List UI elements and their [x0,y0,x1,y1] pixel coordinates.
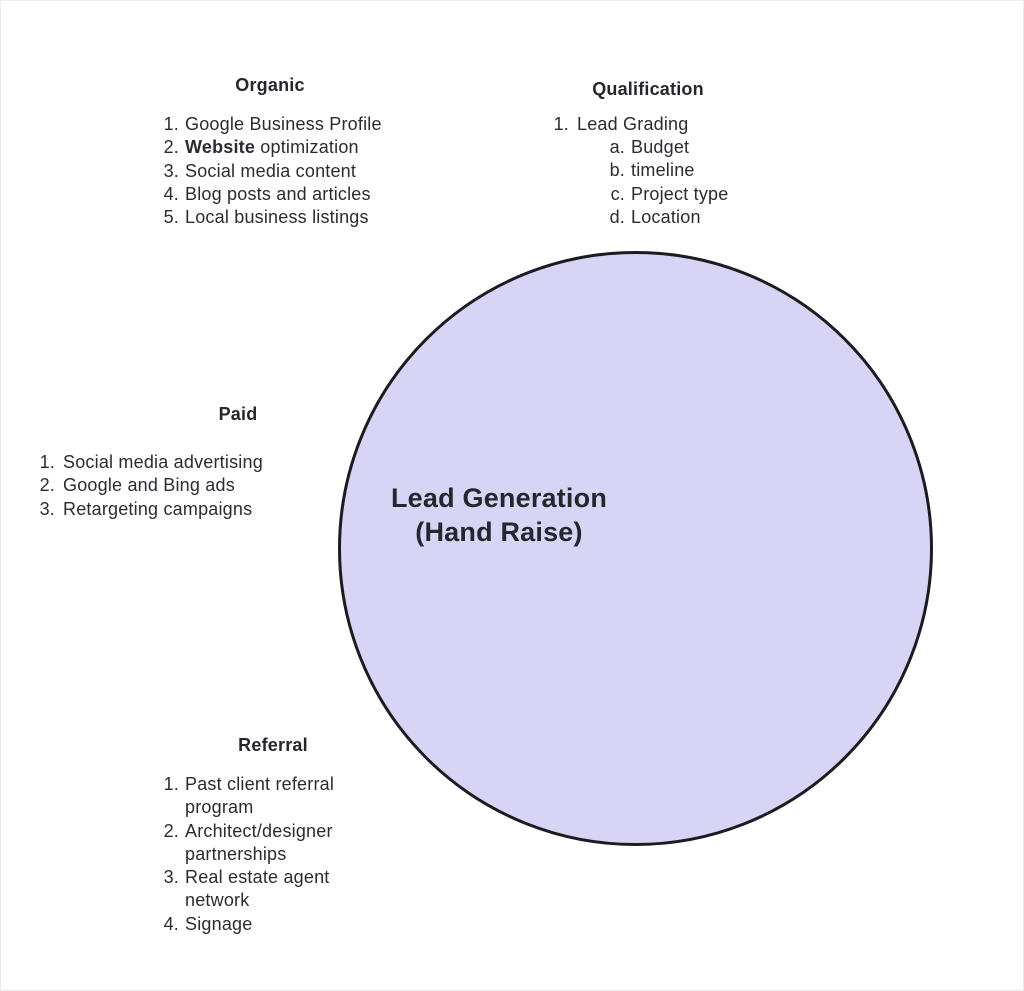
list-item-text: Social media advertising [63,452,263,472]
list-item: 4. Blog posts and articles [149,183,439,206]
sub-list-item: d. Location [597,206,797,229]
referral-list: 1. Past client referral program 2. Archi… [151,773,381,936]
list-item: 5. Local business listings [149,206,439,229]
lead-generation-circle [338,251,933,846]
list-item: 1. Past client referral program [151,773,381,820]
list-item-number: 1. [163,774,179,794]
sub-list-item-text: Location [631,206,701,227]
list-item-number: 4. [163,183,179,204]
list-item-number: 1. [553,114,569,134]
list-item-number: 3. [39,498,55,519]
sub-list-item-letter: b. [609,160,625,181]
lead-generation-label-line1: Lead Generation [390,483,608,513]
list-item-number: 2. [163,137,179,158]
organic-list: 1. Google Business Profile 2. Website op… [149,113,439,229]
list-item-number: 3. [163,160,179,181]
list-item-text-wrap: partnerships [185,843,287,864]
sub-list-item-text: Project type [631,183,729,204]
list-item-number: 2. [163,820,179,841]
list-item-text: Signage [185,913,253,934]
referral-heading: Referral [238,735,308,755]
list-item: 1. Social media advertising [29,451,319,474]
sub-list-item: b. timeline [597,159,797,182]
list-item-text: Lead Grading [577,114,689,134]
list-item: 3. Social media content [149,160,439,183]
list-item-number: 2. [39,475,55,496]
sub-list-item-text: Budget [631,137,690,157]
list-item-number: 1. [163,114,179,134]
sub-list-item: a. Budget [597,136,797,159]
sub-list-item-letter: c. [610,183,625,204]
list-item: 3. Retargeting campaigns [29,498,319,521]
sub-list-item-letter: d. [609,206,625,227]
list-item: 4. Signage [151,913,381,936]
list-item-number: 4. [163,913,179,934]
list-item-text: Real estate agent [185,867,330,888]
list-item-text: Retargeting campaigns [63,498,253,519]
organic-heading: Organic [235,75,305,95]
lead-generation-label: Lead Generation (Hand Raise) [359,481,639,549]
qualification-list: 1. Lead Grading [539,113,769,136]
list-item-text: Local business listings [185,207,369,228]
sub-list-item: c. Project type [597,183,797,206]
list-item-text-bold: Website [185,137,256,158]
paid-heading: Paid [218,404,258,424]
list-item-text-wrap: network [185,890,250,911]
list-item-number: 5. [163,207,179,228]
qualification-sublist: a. Budget b. timeline c. Project type d.… [597,136,797,229]
list-item-number: 3. [163,867,179,888]
list-item: 1. Lead Grading [539,113,769,136]
list-item-text: Architect/designer [185,820,333,841]
list-item-number: 1. [39,452,55,472]
list-item-text: Website optimization [185,136,439,159]
sub-list-item-letter: a. [609,137,625,157]
list-item-text: Google and Bing ads [63,475,235,496]
list-item-text: Past client referral [185,774,335,794]
list-item-text-wrap: program [185,797,254,818]
list-item: 2. Website optimization [149,136,439,159]
list-item-text: Google Business Profile [185,114,382,134]
qualification-heading: Qualification [592,79,704,99]
list-item: 2. Google and Bing ads [29,474,319,497]
list-item-text: Social media content [185,160,357,181]
list-item: 3. Real estate agent network [151,866,381,913]
list-item-text-rest: optimization [255,137,359,158]
sub-list-item-text: timeline [631,160,695,181]
list-item-text: Blog posts and articles [185,183,371,204]
list-item: 1. Google Business Profile [149,113,439,136]
list-item: 2. Architect/designer partnerships [151,820,381,867]
paid-list: 1. Social media advertising 2. Google an… [29,451,319,521]
lead-generation-label-line2: (Hand Raise) [415,517,583,547]
